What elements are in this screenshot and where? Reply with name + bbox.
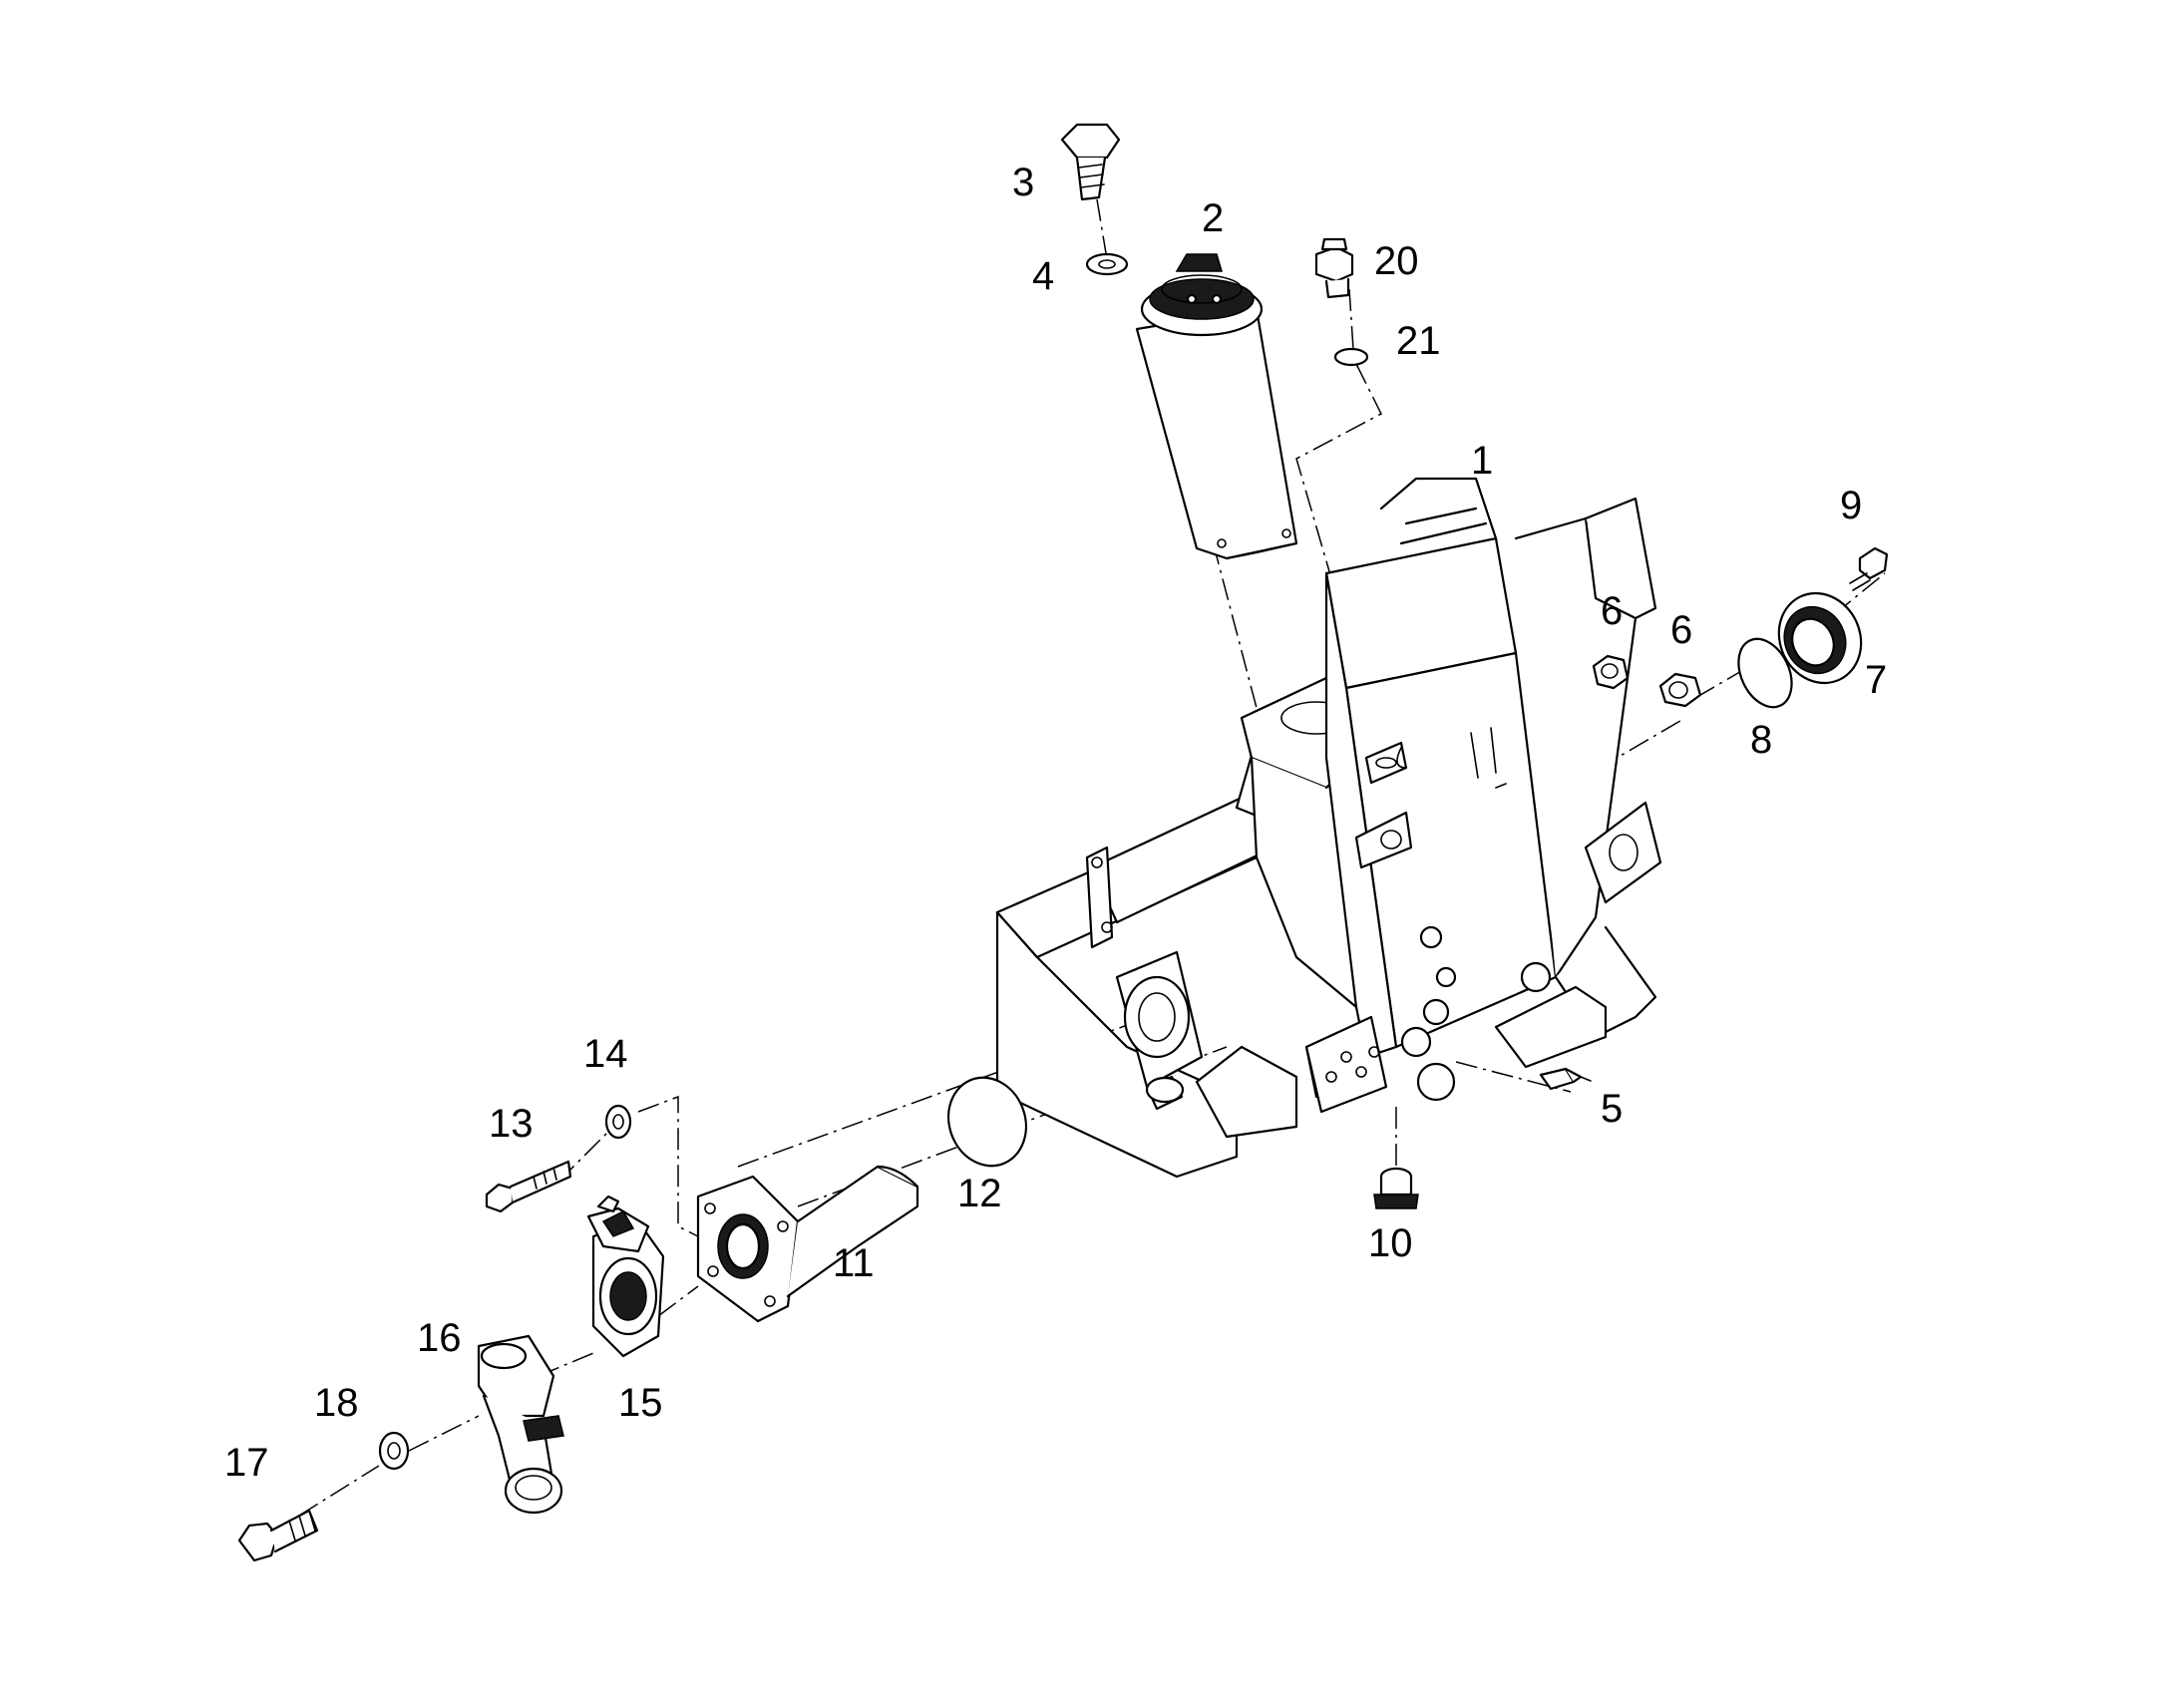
washer-part-18 — [378, 1431, 410, 1471]
plug-part-6a — [1592, 654, 1630, 690]
plug-part-20 — [1314, 237, 1354, 299]
callout-10: 10 — [1368, 1221, 1413, 1265]
callout-12: 12 — [957, 1172, 1002, 1215]
callout-7: 7 — [1865, 658, 1887, 702]
callout-17: 17 — [224, 1441, 269, 1485]
washer-part-14 — [604, 1104, 632, 1140]
callout-6-left: 6 — [1601, 589, 1623, 633]
housing-part-1 — [995, 477, 1662, 1179]
callout-9: 9 — [1840, 484, 1862, 527]
callout-14: 14 — [583, 1032, 628, 1076]
callout-13: 13 — [489, 1102, 534, 1146]
callout-18: 18 — [314, 1381, 359, 1425]
callout-20: 20 — [1374, 239, 1419, 283]
valve-part-15 — [586, 1195, 665, 1358]
callout-8: 8 — [1750, 718, 1772, 762]
callout-16: 16 — [417, 1316, 462, 1360]
plug-part-10 — [1373, 1167, 1419, 1209]
callout-5: 5 — [1601, 1087, 1623, 1131]
filter-tube-part-2 — [1135, 253, 1298, 560]
oring-part-8 — [1737, 637, 1793, 709]
elbow-part-11 — [696, 1165, 919, 1323]
callout-6-right: 6 — [1670, 608, 1692, 652]
bolt-part-3 — [1060, 123, 1121, 201]
callout-2: 2 — [1202, 196, 1224, 240]
callout-labels: 1 2 3 4 5 6 6 7 8 9 10 11 12 13 14 15 16… — [224, 161, 1887, 1485]
elbow-part-16 — [477, 1334, 564, 1515]
seal-part-7 — [1777, 591, 1863, 685]
washer-part-4 — [1085, 252, 1129, 276]
bolt-part-17 — [237, 1509, 319, 1562]
plug-part-6b — [1658, 672, 1702, 708]
sensor-part-5 — [1539, 1067, 1592, 1091]
callout-15: 15 — [618, 1381, 663, 1425]
bolt-part-13 — [485, 1160, 572, 1213]
callout-3: 3 — [1012, 161, 1034, 204]
callout-1: 1 — [1471, 439, 1493, 483]
callout-21: 21 — [1396, 319, 1441, 363]
screw-part-9 — [1849, 546, 1889, 591]
callout-4: 4 — [1032, 254, 1054, 298]
oring-part-21 — [1333, 347, 1369, 367]
oring-part-12 — [947, 1076, 1027, 1168]
callout-11: 11 — [833, 1241, 875, 1285]
